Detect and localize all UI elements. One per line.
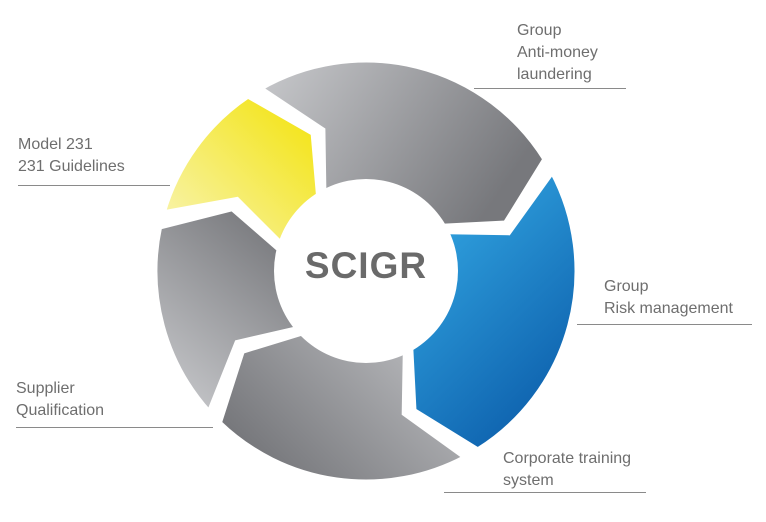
label-line: Anti-money bbox=[517, 44, 598, 61]
label-anti-money-laundering: Group Anti-money laundering bbox=[517, 20, 598, 86]
label-line: Risk management bbox=[604, 300, 733, 317]
label-line: Qualification bbox=[16, 402, 105, 419]
leader-line-risk bbox=[577, 324, 752, 325]
label-line: Group bbox=[604, 278, 649, 295]
label-corporate-training: Corporate training system bbox=[503, 448, 631, 492]
leader-line-training bbox=[444, 492, 646, 493]
label-risk-management: Group Risk management bbox=[604, 276, 733, 320]
label-supplier-qualification: Supplier Qualification bbox=[16, 378, 104, 422]
label-line: 231 Guidelines bbox=[18, 158, 125, 175]
center-title: SCIGR bbox=[304, 245, 428, 286]
leader-line-model-231 bbox=[18, 185, 170, 186]
label-line: laundering bbox=[517, 66, 592, 83]
leader-line-anti-money bbox=[474, 88, 626, 89]
label-line: Corporate training bbox=[503, 450, 632, 467]
label-model-231: Model 231 231 Guidelines bbox=[18, 134, 125, 178]
label-line: system bbox=[503, 472, 554, 489]
center-circle bbox=[274, 179, 458, 363]
label-line: Group bbox=[517, 22, 562, 39]
leader-line-supplier bbox=[16, 427, 213, 428]
label-line: Model 231 bbox=[18, 136, 93, 153]
label-line: Supplier bbox=[16, 380, 75, 397]
